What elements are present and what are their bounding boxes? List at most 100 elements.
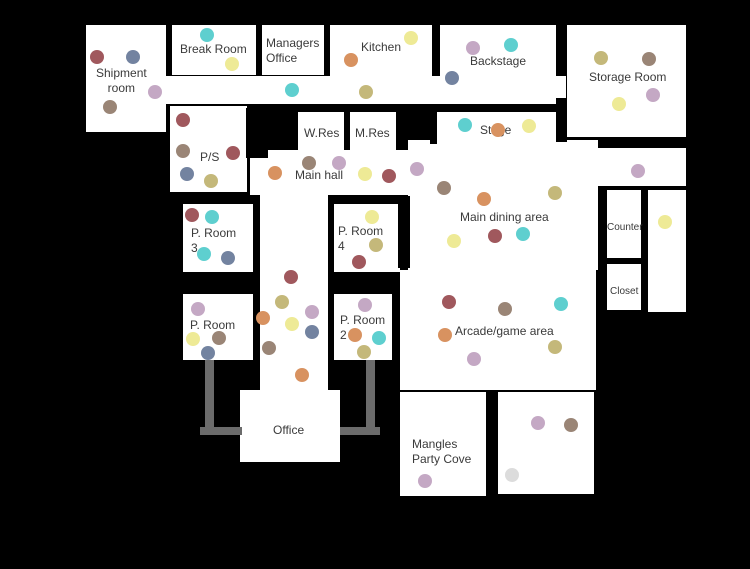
office-room: [240, 390, 340, 462]
marker-dot: [348, 328, 362, 342]
marker-dot: [176, 144, 190, 158]
marker-dot: [491, 123, 505, 137]
marker-dot: [369, 238, 383, 252]
wall-segment: [598, 186, 607, 396]
marker-dot: [186, 332, 200, 346]
marker-dot: [256, 311, 270, 325]
east-strip: [648, 190, 686, 312]
marker-dot: [305, 325, 319, 339]
label-mangles-party-cove: Mangles Party Cove: [412, 437, 472, 466]
label-office: Office: [273, 423, 305, 437]
counter-area: [607, 190, 641, 258]
marker-dot: [344, 53, 358, 67]
corridor-left-vertical: [205, 360, 214, 430]
label-ps: P/S: [200, 150, 220, 164]
marker-dot: [372, 331, 386, 345]
marker-dot: [458, 118, 472, 132]
marker-dot: [466, 41, 480, 55]
marker-dot: [205, 210, 219, 224]
label-storage-room: Storage Room: [589, 70, 667, 84]
marker-dot: [103, 100, 117, 114]
marker-dot: [642, 52, 656, 66]
main-dining-area: [408, 140, 598, 270]
marker-dot: [612, 97, 626, 111]
marker-dot: [226, 146, 240, 160]
marker-dot: [437, 181, 451, 195]
marker-dot: [646, 88, 660, 102]
marker-dot: [185, 208, 199, 222]
marker-dot: [359, 85, 373, 99]
label-m-res: M.Res: [355, 126, 390, 140]
label-arcade-game-area: Arcade/game area: [455, 324, 554, 338]
marker-dot: [516, 227, 530, 241]
marker-dot: [268, 166, 282, 180]
corridor-right-vertical: [366, 360, 375, 430]
label-p-room-4: P. Room 4: [338, 224, 384, 253]
wall-segment: [486, 392, 498, 496]
marker-dot: [285, 83, 299, 97]
wall-segment: [440, 104, 530, 111]
marker-dot: [382, 169, 396, 183]
label-main-hall: Main hall: [295, 168, 344, 182]
marker-dot: [498, 302, 512, 316]
marker-dot: [305, 305, 319, 319]
marker-dot: [221, 251, 235, 265]
break-room: [172, 25, 256, 75]
marker-dot: [404, 31, 418, 45]
marker-dot: [357, 345, 371, 359]
marker-dot: [594, 51, 608, 65]
marker-dot: [358, 298, 372, 312]
marker-dot: [418, 474, 432, 488]
marker-dot: [212, 331, 226, 345]
mangles-party-cove: [400, 392, 486, 496]
marker-dot: [548, 186, 562, 200]
marker-dot: [438, 328, 452, 342]
marker-dot: [126, 50, 140, 64]
label-kitchen: Kitchen: [361, 40, 402, 54]
marker-dot: [180, 167, 194, 181]
marker-dot: [352, 255, 366, 269]
marker-dot: [442, 295, 456, 309]
marker-dot: [477, 192, 491, 206]
marker-dot: [197, 247, 211, 261]
wall-segment: [430, 104, 437, 144]
wall-segment: [556, 98, 567, 142]
marker-dot: [505, 468, 519, 482]
w-res-room: [298, 112, 344, 152]
arcade-game-area: [400, 270, 596, 390]
marker-dot: [445, 71, 459, 85]
marker-dot: [658, 215, 672, 229]
shipment-room: [86, 25, 166, 132]
marker-dot: [358, 167, 372, 181]
marker-dot: [410, 162, 424, 176]
wall-segment: [398, 196, 410, 268]
marker-dot: [204, 174, 218, 188]
label-p-room-2: P. Room 2: [340, 313, 386, 342]
marker-dot: [365, 210, 379, 224]
marker-dot: [90, 50, 104, 64]
label-backstage: Backstage: [470, 54, 527, 68]
label-break-room: Break Room: [180, 42, 247, 56]
label-counter: Counter: [607, 222, 643, 233]
label-p-room-3: P. Room 3: [191, 226, 237, 255]
label-shipment-room: Shipment room: [96, 66, 147, 95]
marker-dot: [631, 164, 645, 178]
marker-dot: [275, 295, 289, 309]
marker-dot: [148, 85, 162, 99]
marker-dot: [200, 28, 214, 42]
managers-office: [262, 25, 324, 75]
marker-dot: [225, 57, 239, 71]
central-hallway: [260, 195, 328, 395]
marker-dot: [332, 156, 346, 170]
label-main-dining-area: Main dining area: [460, 210, 549, 224]
marker-dot: [564, 418, 578, 432]
marker-dot: [176, 113, 190, 127]
marker-dot: [467, 352, 481, 366]
marker-dot: [285, 317, 299, 331]
label-closet: Closet: [610, 286, 639, 297]
label-w-res: W.Res: [304, 126, 340, 140]
marker-dot: [447, 234, 461, 248]
closet-area: [607, 264, 641, 310]
marker-dot: [531, 416, 545, 430]
